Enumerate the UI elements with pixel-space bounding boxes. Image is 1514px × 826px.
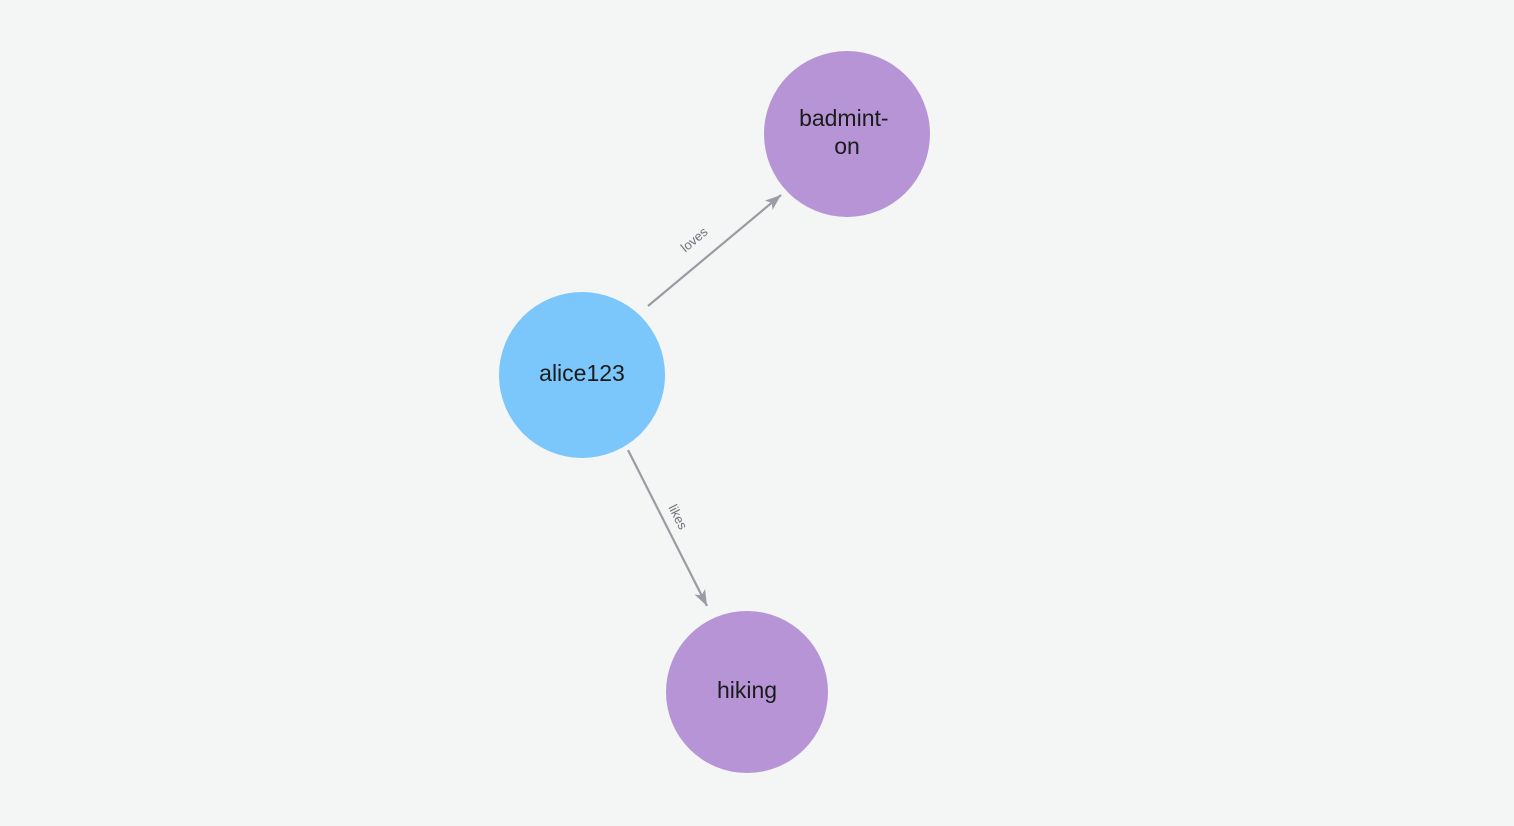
nodes-layer: alice123 badmint- on hiking [499, 51, 930, 773]
edge-alice123-likes-hiking[interactable]: likes [627, 449, 712, 609]
edge-line-loves[interactable] [647, 194, 782, 307]
node-circle-hiking[interactable] [666, 611, 828, 773]
node-alice123[interactable]: alice123 [499, 292, 665, 458]
arrowhead-loves [764, 195, 781, 210]
edge-alice123-loves-badminton[interactable]: loves [647, 190, 785, 307]
node-circle-alice123[interactable] [499, 292, 665, 458]
edge-line-likes[interactable] [627, 449, 708, 607]
edge-label-likes: likes [665, 502, 690, 532]
arrowhead-likes [694, 589, 707, 606]
node-circle-badminton[interactable] [764, 51, 930, 217]
edge-label-loves: loves [678, 224, 711, 255]
node-badminton[interactable]: badmint- on [764, 51, 930, 217]
node-hiking[interactable]: hiking [666, 611, 828, 773]
